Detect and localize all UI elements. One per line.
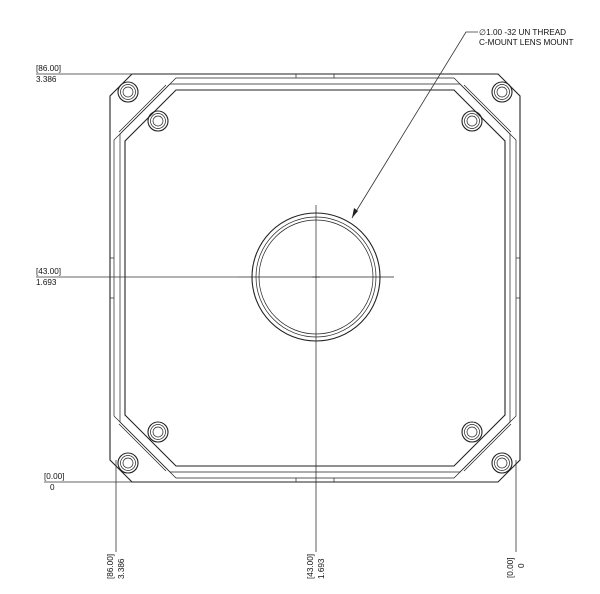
housing-outline xyxy=(109,73,521,483)
chamfer-line-tr xyxy=(463,84,512,133)
dim-label-x-43-mm: [43.00] xyxy=(306,554,315,579)
callout-leader xyxy=(351,31,478,219)
dim-label-y-86-in: 3.386 xyxy=(36,75,57,84)
screw-hole xyxy=(147,421,169,443)
screw-hole xyxy=(491,452,513,474)
screw-hole xyxy=(117,452,139,474)
housing-inner-outline-2 xyxy=(119,83,511,473)
screw-hole xyxy=(147,110,169,132)
dim-label-y-0-in: 0 xyxy=(50,483,55,492)
screw-hole xyxy=(491,81,513,103)
dim-label-y-86-mm: [86.00] xyxy=(36,64,61,73)
mounting-holes xyxy=(117,81,513,474)
dim-label-y-43-in: 1.693 xyxy=(36,278,57,287)
chamfer-line-tl xyxy=(118,84,167,133)
face-outline xyxy=(124,89,506,467)
dim-label-y-43-mm: [43.00] xyxy=(36,267,61,276)
chamfer-line-br xyxy=(463,423,512,472)
dim-label-x-0-in: 0 xyxy=(517,563,526,568)
housing-inner-outline xyxy=(113,77,517,479)
screw-hole xyxy=(461,110,483,132)
dim-label-x-86-mm: [86.00] xyxy=(106,554,115,579)
dim-label-y-0-mm: [0.00] xyxy=(44,472,65,481)
screw-hole xyxy=(117,81,139,103)
chamfer-line-bl xyxy=(118,423,167,472)
dim-label-x-43-in: 1.693 xyxy=(317,558,326,579)
screw-hole xyxy=(461,421,483,443)
dim-label-x-86-in: 3.386 xyxy=(117,558,126,579)
callout-thread-text: ∅1.00 -32 UN THREAD xyxy=(479,28,566,37)
dim-label-x-0-mm: [0.00] xyxy=(506,558,515,579)
callout-mount-text: C-MOUNT LENS MOUNT xyxy=(479,38,573,47)
callout-arrowhead xyxy=(352,208,358,218)
